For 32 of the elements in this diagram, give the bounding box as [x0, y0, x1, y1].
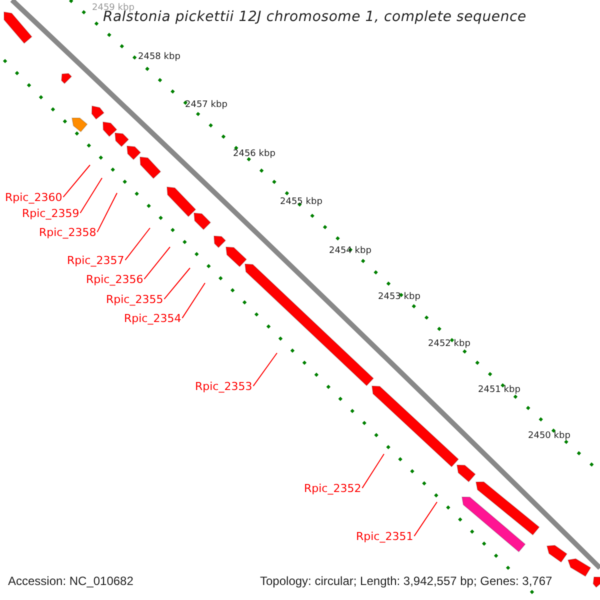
leader-line — [80, 178, 102, 214]
gene-label: Rpic_2356 — [86, 274, 144, 286]
leader-line — [182, 282, 206, 319]
leader-line — [414, 502, 438, 537]
footer-text: Topology: circular; Length: 3,942,557 bp; Genes: 3,767 — [260, 575, 552, 588]
scale-label: 2453 kbp — [378, 293, 420, 303]
scale-label: 2458 kbp — [138, 53, 180, 63]
gene-label: Rpic_2353 — [195, 381, 252, 394]
gene-label: Rpic_2359 — [22, 208, 80, 220]
scale-label: 2450 kbp — [528, 432, 570, 442]
leader-line — [96, 192, 118, 233]
scale-label: 2457 kbp — [185, 101, 228, 111]
scale-label: 2452 kbp — [428, 340, 470, 350]
scale-label: 2451 kbp — [478, 386, 520, 396]
leader-line — [62, 164, 90, 198]
gene-label: Rpic_2355 — [106, 294, 164, 306]
gene-label: Rpic_2351 — [356, 531, 414, 544]
gene-label: Rpic_2357 — [67, 255, 124, 268]
leader-line — [362, 454, 384, 489]
leader-line — [252, 352, 278, 387]
leader-line — [144, 246, 170, 280]
gene-label: Rpic_2354 — [124, 313, 182, 326]
leader-line — [164, 268, 190, 300]
leader-line — [124, 228, 150, 261]
gene-label: Rpic_2358 — [39, 227, 96, 240]
footer-text: Accession: NC_010682 — [8, 575, 134, 588]
scale-label: 2455 kbp — [280, 198, 322, 208]
scale-label: 2456 kbp — [233, 150, 276, 160]
scale-label: 2454 kbp — [329, 247, 372, 257]
gene-label: Rpic_2360 — [5, 192, 62, 204]
gene-label: Rpic_2352 — [304, 483, 362, 496]
title: Ralstonia pickettii 12J chromosome 1, complete sequence — [103, 10, 526, 26]
